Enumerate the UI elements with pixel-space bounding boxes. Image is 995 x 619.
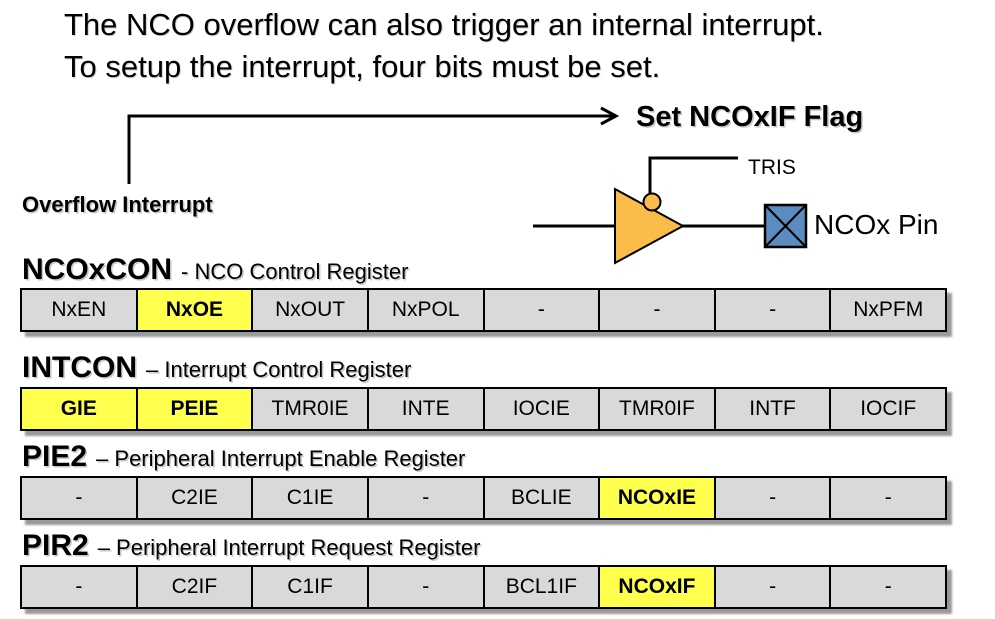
register-bit-cell: NxPOL xyxy=(366,288,485,332)
ncox-pin-label: NCOx Pin xyxy=(814,209,939,240)
tristate-buffer-icon xyxy=(614,187,686,265)
register-table-pie2: - C2IE C1IE - BCLIE NCOxIE - - xyxy=(20,476,947,520)
register-bit-cell: C1IE xyxy=(251,476,369,520)
register-heading-pir2: PIR2 – Peripheral Interrupt Request Regis… xyxy=(22,529,485,569)
register-heading-intcon: INTCON – Interrupt Control Register xyxy=(22,351,416,391)
register-bit-cell: INTF xyxy=(713,387,832,431)
register-bit-cell: - xyxy=(482,288,601,332)
register-table-ncoxcon: NxEN NxOE NxOUT NxPOL - - - NxPFM xyxy=(20,288,947,332)
register-bit-cell: - xyxy=(20,476,138,520)
register-bit-cell: NCOxIF xyxy=(598,565,716,609)
register-bit-cell: C2IE xyxy=(135,476,254,520)
register-bit-cell: IOCIE xyxy=(482,387,601,431)
register-heading-pie2: PIE2 – Peripheral Interrupt Enable Regist… xyxy=(22,440,470,480)
title-line-2: To setup the interrupt, four bits must b… xyxy=(64,49,661,84)
register-bit-cell: NxOUT xyxy=(251,288,369,332)
enable-bubble-icon xyxy=(642,192,662,212)
overflow-to-flag-arrow-line xyxy=(127,114,614,184)
register-bit-cell: INTE xyxy=(366,387,485,431)
register-bit-cell: C2IF xyxy=(135,565,254,609)
nco-pin-icon xyxy=(763,203,808,249)
register-table-intcon: GIE PEIE TMR0IE INTE IOCIE TMR0IF INTF I… xyxy=(20,387,947,431)
register-bit-cell: PEIE xyxy=(135,387,254,431)
title-line-1: The NCO overflow can also trigger an int… xyxy=(64,7,824,42)
register-bit-cell: NxEN xyxy=(20,288,138,332)
arrowhead-icon xyxy=(600,106,620,126)
register-bit-cell: - xyxy=(829,476,947,520)
register-bit-cell: - xyxy=(366,565,485,609)
register-bit-cell: NxPFM xyxy=(829,288,947,332)
register-bit-cell: - xyxy=(598,288,716,332)
register-table-pir2: - C2IF C1IF - BCL1IF NCOxIF - - xyxy=(20,565,947,609)
register-bit-cell: C1IF xyxy=(251,565,369,609)
register-bit-cell: - xyxy=(829,565,947,609)
register-description: - NCO Control Register xyxy=(181,259,409,284)
register-bit-cell: - xyxy=(713,288,832,332)
register-bit-cell: BCLIE xyxy=(482,476,601,520)
register-bit-cell: BCL1IF xyxy=(482,565,601,609)
register-bit-cell: GIE xyxy=(20,387,138,431)
register-bit-cell: TMR0IF xyxy=(598,387,716,431)
register-name: NCOxCON xyxy=(22,253,173,286)
tris-wire xyxy=(648,156,738,196)
register-bit-cell: - xyxy=(20,565,138,609)
overflow-interrupt-label: Overflow Interrupt xyxy=(22,192,213,217)
register-description: – Peripheral Interrupt Request Register xyxy=(97,535,481,560)
register-description: – Peripheral Interrupt Enable Register xyxy=(96,446,466,471)
register-name: PIR2 xyxy=(22,529,89,562)
register-bit-cell: - xyxy=(713,476,832,520)
register-bit-cell: NxOE xyxy=(135,288,254,332)
register-description: – Interrupt Control Register xyxy=(146,357,412,382)
register-bit-cell: IOCIF xyxy=(829,387,947,431)
register-bit-cell: - xyxy=(713,565,832,609)
set-ncoxif-flag-label: Set NCOxIF Flag xyxy=(636,101,864,133)
register-name: PIE2 xyxy=(22,440,88,473)
tris-label: TRIS xyxy=(748,156,796,179)
register-bit-cell: NCOxIE xyxy=(598,476,716,520)
register-name: INTCON xyxy=(22,351,137,384)
register-bit-cell: TMR0IE xyxy=(251,387,369,431)
register-bit-cell: - xyxy=(366,476,485,520)
